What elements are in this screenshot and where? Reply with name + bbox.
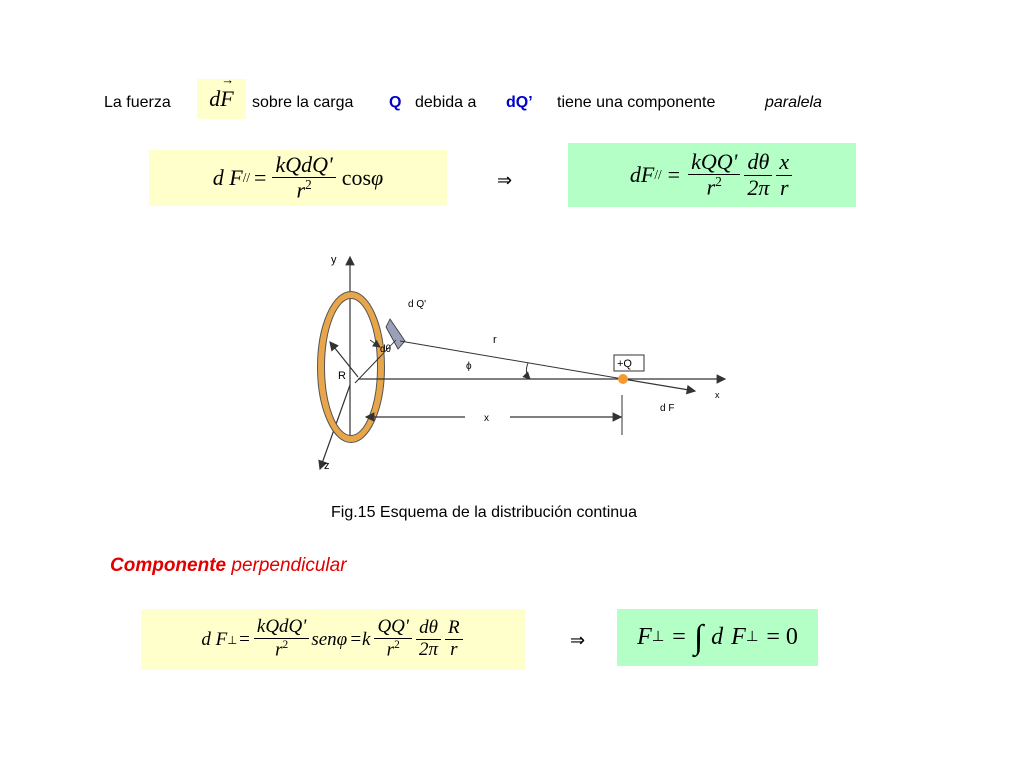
eq4-sub2: ⊥ [745,629,759,645]
eq2-lhs: dF [629,162,655,187]
dF-vector [622,378,697,395]
eq3-num3: dθ [416,617,441,640]
vector-arrow-icon: → [221,72,235,87]
eq1-phi: φ [371,165,384,190]
eq3-fraction-2: QQ' r2 [374,617,412,661]
eq4-d: d [711,624,724,650]
z-axis-label: z [324,460,330,472]
eq4-F2: F [731,624,746,650]
y-axis-label: y [331,254,337,266]
eq3-lhs: d F [201,628,228,650]
eq2-fraction-2: dθ 2π [744,150,773,200]
heading-part-1: Componente [110,555,227,576]
eq2-num2: dθ [744,150,773,176]
eq1-den-exp: 2 [305,177,312,193]
eq3-den1-r: r [275,639,283,661]
eq3-sen: senφ [311,628,348,650]
eq3-num2: QQ' [374,617,412,640]
eq3-sub: ⊥ [227,634,238,647]
plusQ-label: +Q [617,358,632,370]
equation-dF-perpendicular: d F⊥ = kQdQ' r2 senφ =k QQ' r2 dθ 2π R r [141,609,525,670]
eq1-den-r: r [296,177,306,203]
eq1-cos: cos [341,165,372,190]
eq3-equals: = [239,628,250,650]
eq3-equals-k: =k [349,628,371,650]
r-label: r [493,334,497,346]
figure-caption: Fig.15 Esquema de la distribución contin… [331,504,637,521]
eq1-numerator: kQdQ' [272,152,336,179]
intro-text-2: sobre la carga [252,94,354,111]
equation-dF-parallel-expanded: dF// = kQQ' r2 dθ 2π x r [568,143,856,207]
dtheta-label: dθ [380,344,392,355]
intro-text-4: tiene una componente [557,94,716,111]
R-label: R [338,370,346,382]
eq4-F: F [637,624,652,650]
eq4-equals-zero: = 0 [766,624,798,650]
eq3-den1-exp: 2 [282,639,289,652]
eq1-lhs: d F [212,165,243,190]
ring-charge-diagram: y z d Q' dθ R x r ϕ d F +Q x [317,254,727,472]
dF-label: d F [660,403,674,414]
eq2-den2: 2π [747,174,770,200]
dF-F: F → [220,72,235,111]
dF-d: d [209,86,221,111]
eq2-num3: x [776,150,793,176]
dF-vector-box: d F → [197,72,246,119]
eq1-fraction: kQdQ' r2 [272,152,336,203]
charged-ring [317,291,385,443]
eq2-sub: // [654,167,662,182]
r-line [399,340,624,380]
eq2-equals: = [667,162,681,187]
eq1-equals: = [254,165,267,190]
eq3-num4: R [445,617,463,640]
eq4-sub: ⊥ [651,629,665,645]
intro-text-1: La fuerza [104,94,171,111]
eq2-den1-r: r [706,174,716,200]
intro-paralela: paralela [765,94,822,111]
eq3-den2-r: r [386,639,395,661]
eq2-den1-exp: 2 [715,174,722,190]
eq3-den2-exp: 2 [394,639,400,652]
eq2-fraction-3: x r [776,150,793,200]
intro-text-3: debida a [415,94,477,111]
eq3-num1: kQdQ' [253,617,310,640]
eq3-fraction-1: kQdQ' r2 [253,617,310,661]
section-heading: Componente perpendicular [110,555,347,577]
implies-arrow-1: ⇒ [497,170,513,191]
implies-arrow-2: ⇒ [570,630,586,651]
phi-label: ϕ [466,361,472,372]
eq2-fraction-1: kQQ' r2 [688,149,741,200]
radius-arrow [329,341,359,378]
dQ-label: d Q' [408,299,426,310]
eq3-den4: r [450,639,458,660]
equation-dF-parallel: d F// = kQdQ' r2 cos φ [149,150,447,206]
eq3-fraction-3: dθ 2π [416,617,441,661]
integral-icon: ∫ [693,618,704,656]
eq3-fraction-4: R r [445,617,463,661]
eq4-equals: = [672,624,686,650]
eq1-sub: // [242,170,251,185]
point-charge [618,374,628,384]
eq2-den3: r [779,174,789,200]
x-distance-label: x [484,413,489,424]
eq3-den3: 2π [418,639,438,660]
x-axis-label: x [715,390,720,400]
heading-part-2: perpendicular [231,555,347,576]
eq2-num1: kQQ' [688,149,741,176]
charge-dQ: dQ’ [506,94,533,111]
equation-F-perpendicular-integral: F⊥ = ∫ d F⊥ = 0 [617,609,818,666]
charge-Q: Q [389,94,402,111]
